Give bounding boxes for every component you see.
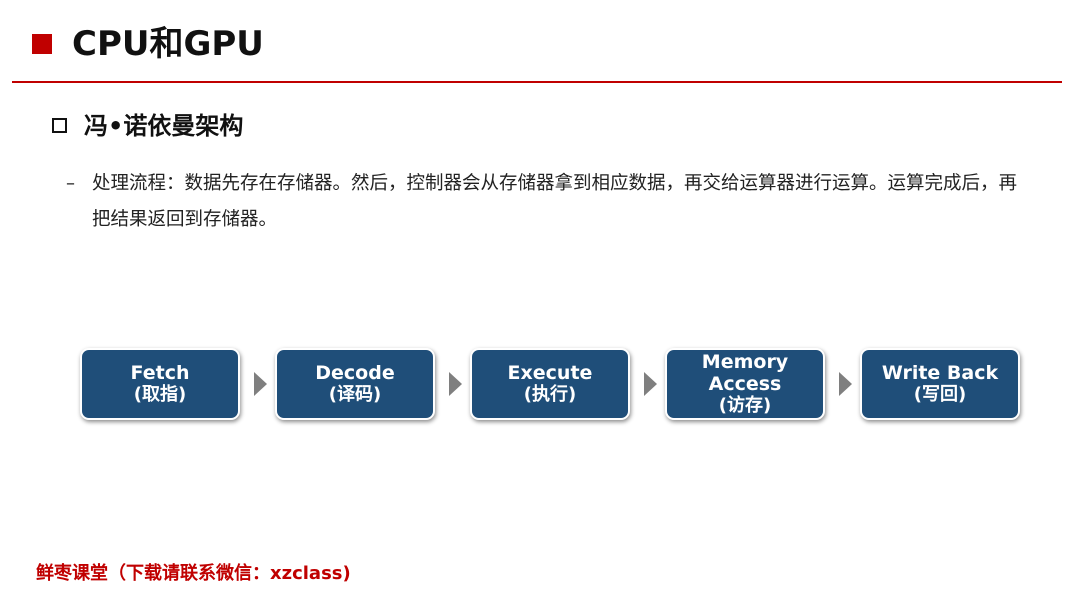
stage-label: Write Back	[881, 362, 999, 384]
arrow-right-icon	[644, 372, 657, 396]
title-marker-square	[32, 34, 52, 54]
stage-label: Memory Access	[701, 351, 789, 395]
bullet-dash: –	[66, 173, 75, 194]
stage-memory-access: Memory Access (访存)	[665, 348, 825, 420]
stage-fetch: Fetch (取指)	[80, 348, 240, 420]
stage-label: Fetch	[130, 362, 190, 384]
stage-write-back: Write Back (写回)	[860, 348, 1020, 420]
footer-credit: 鲜枣课堂（下载请联系微信：xzclass)	[36, 563, 351, 584]
arrow-right-icon	[839, 372, 852, 396]
stage-sublabel: (执行)	[523, 384, 577, 405]
section-checkbox-icon	[52, 118, 67, 133]
arrow-right-icon	[254, 372, 267, 396]
stage-sublabel: (译码)	[328, 384, 382, 405]
slide-title: CPU和GPU	[72, 24, 264, 64]
stage-sublabel: (取指)	[133, 384, 187, 405]
title-divider	[12, 81, 1062, 83]
stage-sublabel: (访存)	[718, 395, 772, 416]
pipeline-flow: Fetch (取指) Decode (译码) Execute (执行) Memo…	[80, 348, 1020, 422]
bullet-text: 处理流程：数据先存在存储器。然后，控制器会从存储器拿到相应数据，再交给运算器进行…	[92, 173, 1018, 230]
stage-label: Execute	[507, 362, 593, 384]
stage-label: Decode	[315, 362, 395, 384]
section-heading: 冯•诺依曼架构	[84, 112, 244, 140]
stage-sublabel: (写回)	[913, 384, 967, 405]
stage-decode: Decode (译码)	[275, 348, 435, 420]
arrow-right-icon	[449, 372, 462, 396]
stage-execute: Execute (执行)	[470, 348, 630, 420]
